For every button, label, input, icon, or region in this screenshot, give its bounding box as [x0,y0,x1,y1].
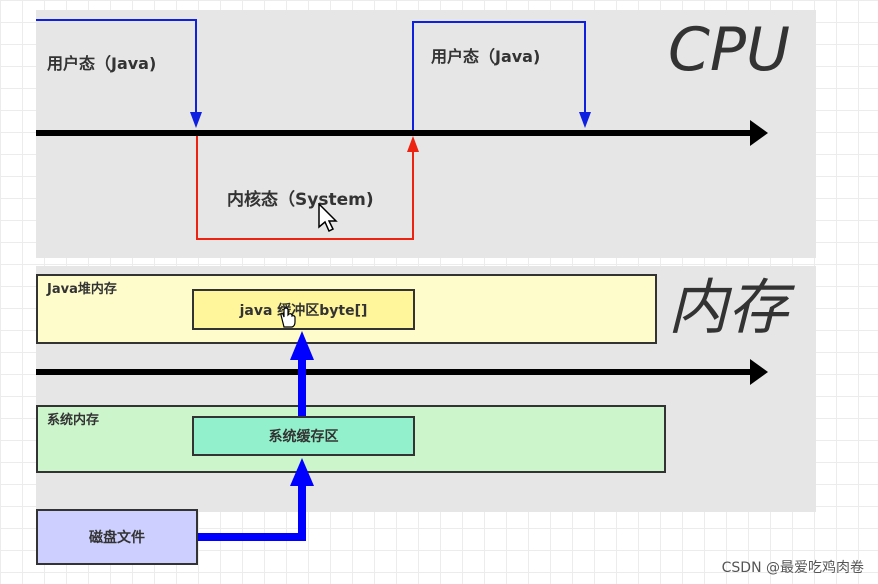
hand-cursor-icon [280,307,296,328]
disk-file-label: 磁盘文件 [89,530,145,546]
kernel-mode-arrowhead [407,136,419,152]
user-mode-line-left [36,19,197,120]
user-mode-label-right: 用户态（Java) [431,47,541,66]
user-mode-line-right [412,21,586,132]
disk-to-cache-arrow [198,480,306,541]
cpu-timeline-arrowhead [750,120,768,146]
watermark: CSDN @最爱吃鸡肉卷 [721,560,864,576]
memory-title: 内存 [668,273,788,343]
kernel-mode-label: 内核态（System) [227,190,374,210]
disk-file-box: 磁盘文件 [36,509,198,565]
user-mode-label-left: 用户态（Java) [47,54,157,73]
java-buffer-box: java 缓冲区byte[] [192,289,415,330]
kernel-mode-line [196,134,414,240]
cache-to-buffer-arrowhead [290,331,314,360]
user-mode-arrowhead-left [190,112,202,128]
system-memory-label: 系统内存 [47,413,100,428]
java-buffer-label: java 缓冲区byte[] [239,302,368,319]
system-cache-box: 系统缓存区 [192,416,415,456]
cpu-title: CPU [668,15,790,85]
java-heap-box [36,274,657,344]
disk-to-cache-arrowhead [290,458,314,486]
user-mode-arrowhead-right [579,112,591,128]
java-heap-label: Java堆内存 [47,282,117,297]
memory-timeline-arrowhead [750,359,768,385]
mouse-pointer-icon [318,203,338,233]
system-cache-label: 系统缓存区 [268,429,339,445]
